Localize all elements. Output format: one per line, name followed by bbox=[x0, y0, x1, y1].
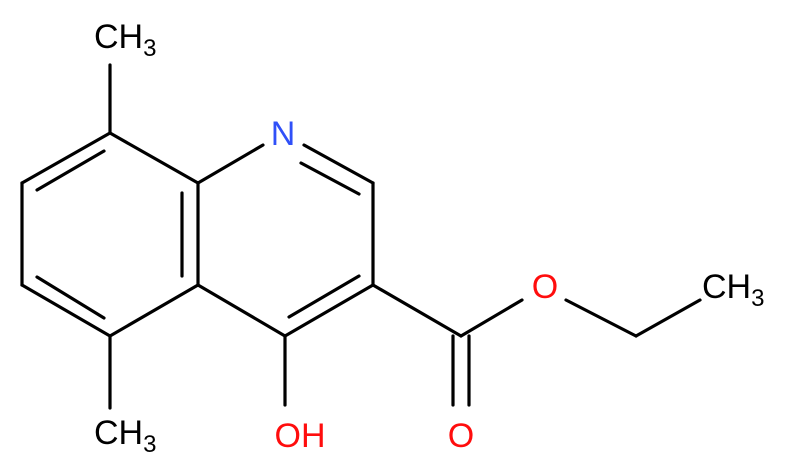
bond bbox=[20, 131, 112, 185]
bond bbox=[196, 283, 287, 338]
bond bbox=[108, 283, 200, 338]
bond bbox=[287, 274, 361, 319]
hydroxyl-label: OH bbox=[275, 417, 326, 455]
ethyl-methyl-label: CH3 bbox=[702, 268, 764, 312]
bond bbox=[459, 298, 524, 338]
carbonyl-oxygen-label: O bbox=[448, 417, 474, 455]
bond bbox=[35, 275, 106, 320]
bond bbox=[108, 131, 200, 185]
methyl-label-bottom: CH3 bbox=[94, 414, 156, 458]
bond bbox=[196, 143, 265, 185]
nitrogen-label: N bbox=[271, 115, 296, 153]
bond bbox=[564, 298, 638, 338]
bond bbox=[299, 161, 361, 196]
bond bbox=[302, 143, 375, 185]
bond bbox=[634, 298, 702, 338]
ester-oxygen-label: O bbox=[532, 268, 558, 306]
methyl-label-top: CH3 bbox=[94, 18, 156, 62]
bond bbox=[35, 149, 106, 192]
bond bbox=[20, 283, 112, 338]
bond bbox=[283, 283, 375, 338]
bond bbox=[371, 283, 463, 338]
bonds bbox=[20, 63, 702, 410]
